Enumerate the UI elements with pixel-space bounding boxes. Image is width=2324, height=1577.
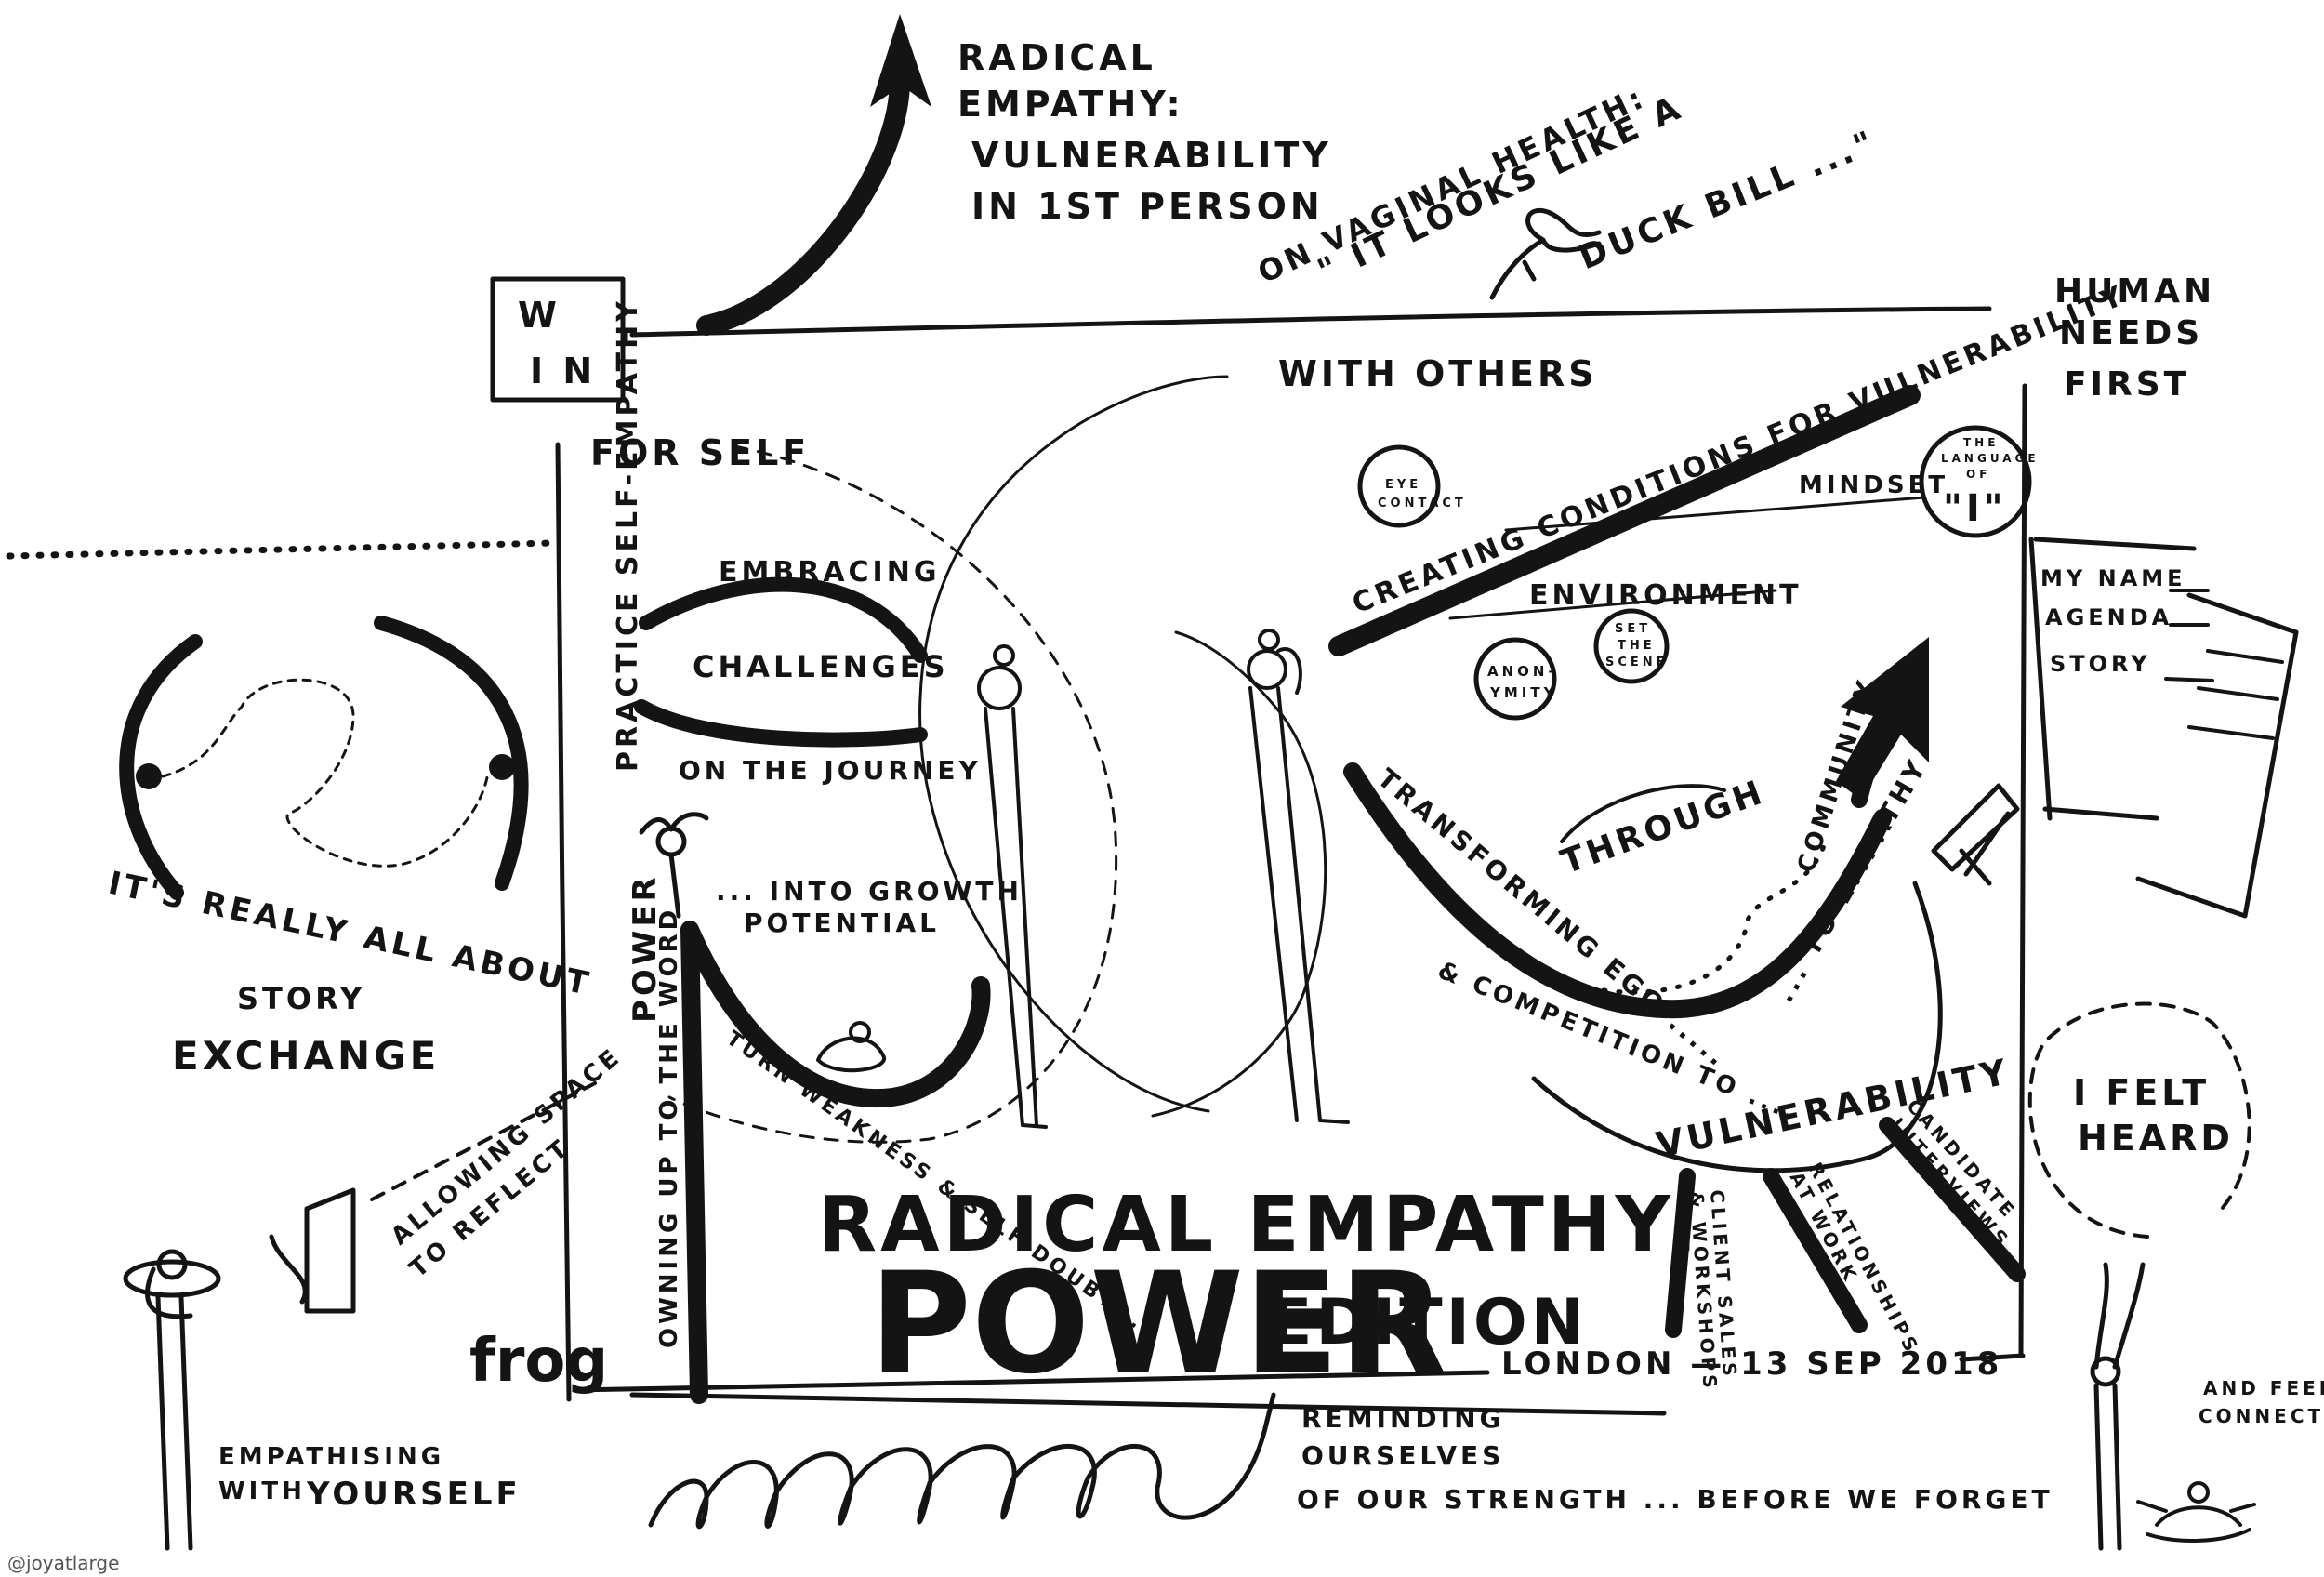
empathising-line1: EMPATHISING: [218, 1443, 444, 1471]
human-needs-line2: NEEDS: [2059, 314, 2203, 352]
win-logo-bottom: I N: [530, 351, 596, 391]
power-swoop: [690, 930, 982, 1098]
feel-connected-line2: CONNECTED: [2199, 1405, 2324, 1427]
frame-left-line: [558, 444, 569, 1399]
potential-label: POTENTIAL: [744, 908, 940, 938]
left-margin: IT'S REALLY ALL ABOUT STORY EXCHANGE ALL…: [7, 623, 627, 1574]
duck-bill-quote: ON VAGINAL HEALTH: " IT LOOKS LIKE A DUC…: [1252, 79, 1882, 298]
into-growth-label: ... INTO GROWTH: [716, 876, 1023, 907]
with-others-circle-right: [1153, 632, 1326, 1116]
with-others-circle-left: [920, 377, 1227, 1111]
win-logo: W I N: [493, 279, 623, 400]
story-label: STORY: [2050, 651, 2151, 677]
self-figure-head: [159, 1252, 185, 1278]
environment-label: ENVIRONMENT: [1529, 579, 1802, 612]
right-person-dot: [489, 754, 515, 780]
set-scene-line2: THE: [1618, 639, 1656, 653]
human-needs-line1: HUMAN: [2054, 272, 2215, 311]
challenges-bottom-arc: [641, 707, 920, 740]
language-of-i-line1: THE: [1963, 436, 1999, 449]
label-with-others: WITH OTHERS: [1278, 353, 1598, 394]
eye-contact-line1: EYE: [1385, 478, 1421, 492]
left-bracket: [126, 642, 195, 893]
arrow-note-line2: EMPATHY:: [957, 84, 1184, 125]
language-of-i-line2: LANGUAGE: [1941, 452, 2040, 465]
felt-heard-line2: HEARD: [2078, 1118, 2234, 1159]
agenda-paper-lines: [2166, 590, 2282, 738]
bottom-area: REMINDING OURSELVES OF OUR STRENGTH ... …: [651, 1395, 2053, 1527]
mirror-sketch: [307, 1190, 353, 1311]
reminding-line2: OURSELVES: [1301, 1440, 1504, 1471]
power-word-label: POWER: [627, 873, 664, 1023]
figure-right-knot: [1260, 630, 1278, 649]
frog-logo: frog: [469, 1327, 608, 1396]
feel-connected-line1: AND FEEL: [2203, 1377, 2324, 1399]
figure-left-body: [985, 709, 1046, 1127]
swiss-knife-sketch: [1934, 786, 2017, 883]
figure-right-head: [1248, 651, 1286, 688]
anonymity-line2: YMITY: [1489, 684, 1557, 701]
empathising-line2: WITH: [218, 1478, 306, 1505]
challenges-label: CHALLENGES: [693, 649, 949, 684]
date-line: LONDON — 13 SEP 2018: [1501, 1345, 2002, 1383]
empathising-line3: YOURSELF: [306, 1476, 522, 1513]
story-line3: EXCHANGE: [172, 1033, 440, 1079]
my-name-label: MY NAME: [2040, 565, 2186, 591]
on-the-journey-label: ON THE JOURNEY: [679, 755, 982, 786]
eye-contact-line2: CONTACT: [1378, 497, 1467, 510]
self-figure-body: [147, 1269, 191, 1548]
language-of-i-line3: OF: [1966, 468, 1990, 481]
challenges-top-arc: [646, 585, 920, 656]
creating-conditions-label: CREATING CONDITIONS FOR VULNERABILITY: [1348, 279, 2131, 620]
resting-figure: [818, 1038, 884, 1070]
language-of-i-letter: "I": [1943, 487, 2007, 530]
story-dotted-path: [163, 680, 488, 866]
reminding-line1: REMINDING: [1301, 1403, 1504, 1434]
arrow-note: RADICAL EMPATHY: VULNERABILITY IN 1ST PE…: [957, 37, 1332, 227]
anonymity-line1: ANON-: [1487, 663, 1558, 680]
reminding-line3: OF OUR STRENGTH ... BEFORE WE FORGET: [1297, 1484, 2053, 1515]
listener-figure-body: [2096, 1265, 2143, 1548]
agenda-label: AGENDA: [2045, 604, 2172, 630]
radical-empathy-arrow: [706, 14, 931, 325]
arrow-shaft: [706, 84, 900, 325]
quote-part1: " IT LOOKS LIKE A: [1312, 88, 1688, 291]
pole-figure-head: [658, 828, 684, 855]
arrow-note-line1: RADICAL: [957, 37, 1156, 78]
right-margin: HUMAN NEEDS FIRST MY NAME AGENDA STORY I…: [2030, 272, 2324, 1548]
mirror-scribble: [271, 1237, 305, 1302]
win-logo-top: W: [518, 295, 561, 336]
power-pole: [690, 930, 699, 1395]
meditating-figure-head: [2189, 1483, 2208, 1502]
figure-left-knot: [995, 646, 1013, 665]
right-bracket: [381, 623, 522, 883]
left-person-dot: [136, 763, 162, 789]
felt-heard-line1: I FELT: [2073, 1072, 2210, 1113]
arrow-note-line3: VULNERABILITY: [971, 135, 1332, 176]
set-scene-line1: SET: [1615, 622, 1651, 636]
frame-top-line: [632, 309, 1989, 335]
story-line2: STORY: [237, 981, 365, 1016]
dotted-leader-left: [9, 543, 553, 556]
photo-credit: @joyatlarge: [7, 1552, 119, 1574]
agenda-paper-front: [2138, 595, 2296, 916]
meditating-figure-body: [2138, 1502, 2254, 1541]
arrow-note-line4: IN 1ST PERSON: [971, 186, 1324, 227]
figure-left-head: [979, 668, 1020, 709]
human-needs-line3: FIRST: [2064, 365, 2190, 404]
center-figures: [979, 630, 1348, 1127]
set-scene-line3: SCENE: [1605, 656, 1669, 669]
mindset-label: MINDSET: [1799, 471, 1948, 499]
spring-loops: [651, 1395, 1274, 1527]
